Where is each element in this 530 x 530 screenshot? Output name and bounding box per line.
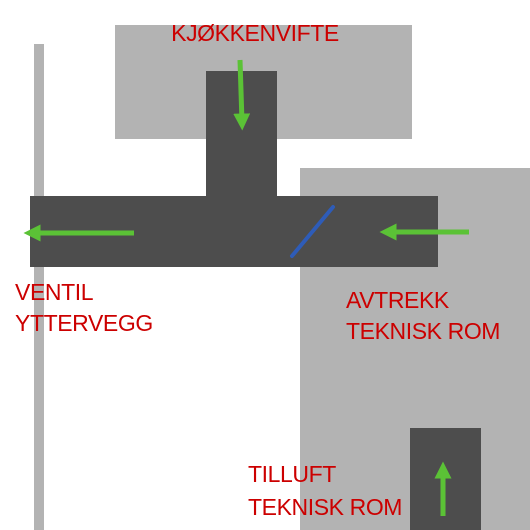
exhaust-label-line2: TEKNISK ROM: [346, 318, 500, 344]
wall-vent-label-line2: YTTERVEGG: [15, 310, 153, 336]
damper-icon: [290, 205, 335, 258]
supply-label-line1: TILLUFT: [248, 461, 336, 487]
kitchen-fan-label: KJØKKENVIFTE: [171, 20, 339, 46]
kitchen-fan-arrow-icon: [233, 59, 251, 131]
supply-label-line2: TEKNISK ROM: [248, 494, 402, 520]
exterior-wall: [34, 44, 44, 530]
wall-vent-label-line1: VENTIL: [15, 279, 94, 305]
exhaust-label-line1: AVTREKK: [346, 287, 450, 313]
